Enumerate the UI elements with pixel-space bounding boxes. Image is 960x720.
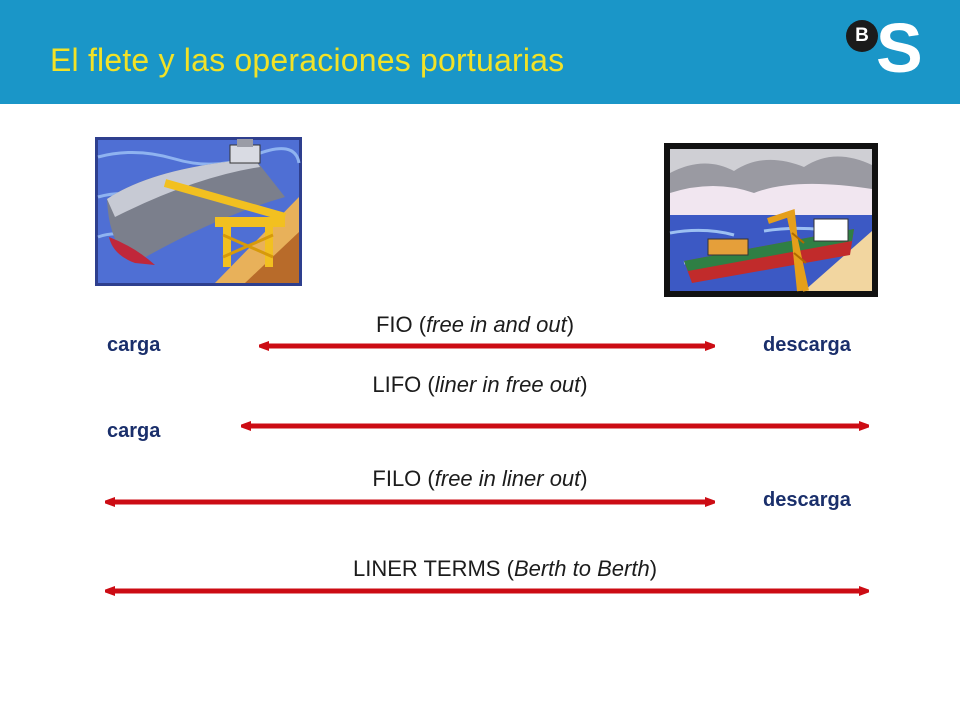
logo-s-letter: S — [876, 9, 923, 87]
lifo-label: LIFO (liner in free out) — [372, 372, 588, 397]
liner-terms-detail: Berth to Berth — [513, 556, 650, 581]
filo-label: FILO (free in liner out) — [372, 466, 588, 491]
lifo-term: LIFO — [372, 372, 422, 397]
logo-b-badge: B — [846, 20, 878, 52]
filo-descarga-label: descarga — [763, 489, 851, 511]
fio-detail: free in and out — [426, 312, 567, 337]
lifo-detail: liner in free out — [434, 372, 581, 397]
fio-descarga-label: descarga — [763, 334, 851, 356]
liner-terms-term: LINER TERMS — [352, 556, 501, 581]
filo-term: FILO — [372, 466, 422, 491]
bank-logo: B S — [846, 9, 926, 92]
fio-label: FIO (free in and out) — [375, 312, 575, 337]
ship-at-dock-clipart — [664, 143, 878, 297]
filo-detail: free in liner out — [434, 466, 581, 491]
fio-carga-label: carga — [107, 334, 161, 356]
lifo-carga-label: carga — [107, 420, 161, 442]
title-bar — [0, 0, 960, 104]
loading-ship-clipart — [95, 137, 302, 286]
liner-terms-label: LINER TERMS (Berth to Berth) — [352, 556, 658, 581]
fio-term: FIO — [375, 312, 413, 337]
slide-title: El flete y las operaciones portuarias — [50, 42, 565, 78]
